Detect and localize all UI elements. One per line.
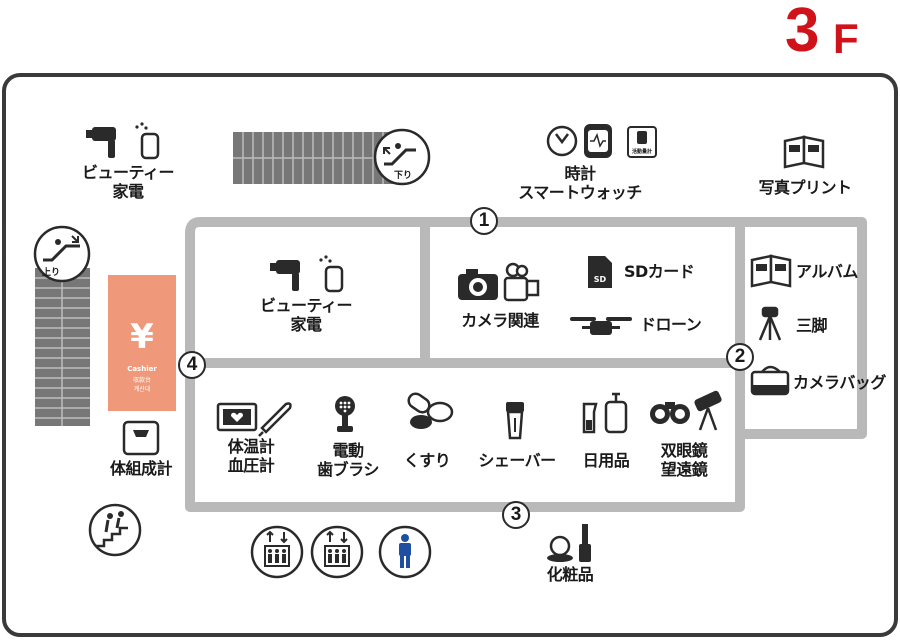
restroom-icon [378,525,432,579]
zone-tripod[interactable]: 三脚 [796,316,828,335]
escalator-left [35,268,90,426]
smartwatch-icon [584,124,612,158]
zone-thermometer[interactable]: 体温計 血圧計 [206,437,296,475]
watch-badge-text: 活動量計 [632,148,652,155]
escalator-down-icon: 下り [373,128,431,186]
cashier-counter: ¥ Cashier 収款台 계산대 [108,275,176,411]
main-aisle-loop [185,217,867,512]
telescope-icon [694,390,722,431]
zone-cosmetics[interactable]: 化粧品 [546,565,594,584]
zone-album[interactable]: アルバム [796,262,858,281]
electric-toothbrush-icon [335,396,355,432]
cashier-label-en: Cashier [127,365,157,373]
zone-toothbrush[interactable]: 電動 歯ブラシ [303,441,393,479]
hair-dryer-icon [270,260,300,291]
route-node-1: 1 [470,207,498,235]
zone-drone[interactable]: ドローン [640,315,702,334]
hair-dryer-icon [86,127,116,158]
zone-label: 歯ブラシ [317,460,379,479]
building-outline [2,73,898,637]
sd-badge-text: SD [594,275,607,284]
shaver-icon [506,402,524,440]
zone-sd-card[interactable]: SDカード [624,262,695,281]
zone-daily-goods[interactable]: 日用品 [582,451,630,470]
video-camera-icon [503,262,540,302]
elevator-icon [250,525,304,579]
pump-bottle-icon [604,392,628,434]
zone-beauty-outer[interactable]: ビューティー 家電 [58,163,198,201]
cosmetics-icon [547,524,591,562]
zone-label: 双眼鏡 [660,441,708,460]
zone-label: 血圧計 [227,456,275,475]
zone-label: 家電 [290,315,322,334]
body-scale-icon [122,420,160,456]
binoculars-icon [650,402,690,424]
escalator-top [233,132,393,184]
cashier-label-ko: 계산대 [133,386,151,393]
zone-label: ビューティー [81,163,175,182]
zone-label: 電動 [332,441,364,460]
photo-album-icon [783,135,825,169]
camera-icon [458,269,498,300]
floor-indicator: 3 F [785,0,890,68]
spray-bottle-icon [319,255,344,293]
zone-watch[interactable]: 時計 スマートウォッチ [495,164,665,202]
sd-card-icon: SD [588,256,612,288]
route-node-4: 4 [178,351,206,379]
route-node-2: 2 [726,343,754,371]
floor-number: 3 [785,0,820,65]
medicine-pill-icon [407,392,454,429]
floor-unit: F [833,15,859,62]
blood-pressure-monitor-icon [216,402,258,432]
stairs-icon [88,503,142,557]
zone-body-scale[interactable]: 体組成計 [109,459,173,478]
zone-shaver[interactable]: シェーバー [478,451,556,470]
zone-beauty-inner[interactable]: ビューティー 家電 [236,296,376,334]
clock-icon [546,125,578,157]
zone-binoculars[interactable]: 双眼鏡 望遠鏡 [644,441,724,479]
zone-medicine[interactable]: くすり [403,451,451,470]
activity-tracker-icon: 活動量計 [627,126,657,158]
zone-label: スマートウォッチ [518,183,642,202]
drone-icon [570,317,632,335]
zone-label: 体温計 [227,437,275,456]
zone-label: 家電 [112,182,144,201]
photo-album-icon [750,254,792,288]
spray-bottle-icon [582,402,598,434]
thermometer-icon [258,402,292,437]
route-node-3: 3 [502,501,530,529]
zone-label: ビューティー [259,296,353,315]
elevator-icon [310,525,364,579]
escalator-top-direction: 下り [394,170,412,181]
zone-photo-print[interactable]: 写真プリント [758,178,852,197]
zone-camera-bag[interactable]: カメラバッグ [793,373,886,392]
zone-label: 時計 [564,164,596,183]
cashier-label-zh: 収款台 [132,377,151,384]
escalator-left-direction: 上り [42,266,60,278]
tripod-icon [758,306,782,341]
spray-bottle-icon [135,122,160,160]
aisle-network [185,217,867,512]
yen-icon: ¥ [130,317,154,357]
zone-label: 望遠鏡 [660,460,708,479]
zone-camera[interactable]: カメラ関連 [461,311,539,330]
escalator-up-icon: 上り [33,225,91,283]
camera-bag-icon [750,365,790,396]
